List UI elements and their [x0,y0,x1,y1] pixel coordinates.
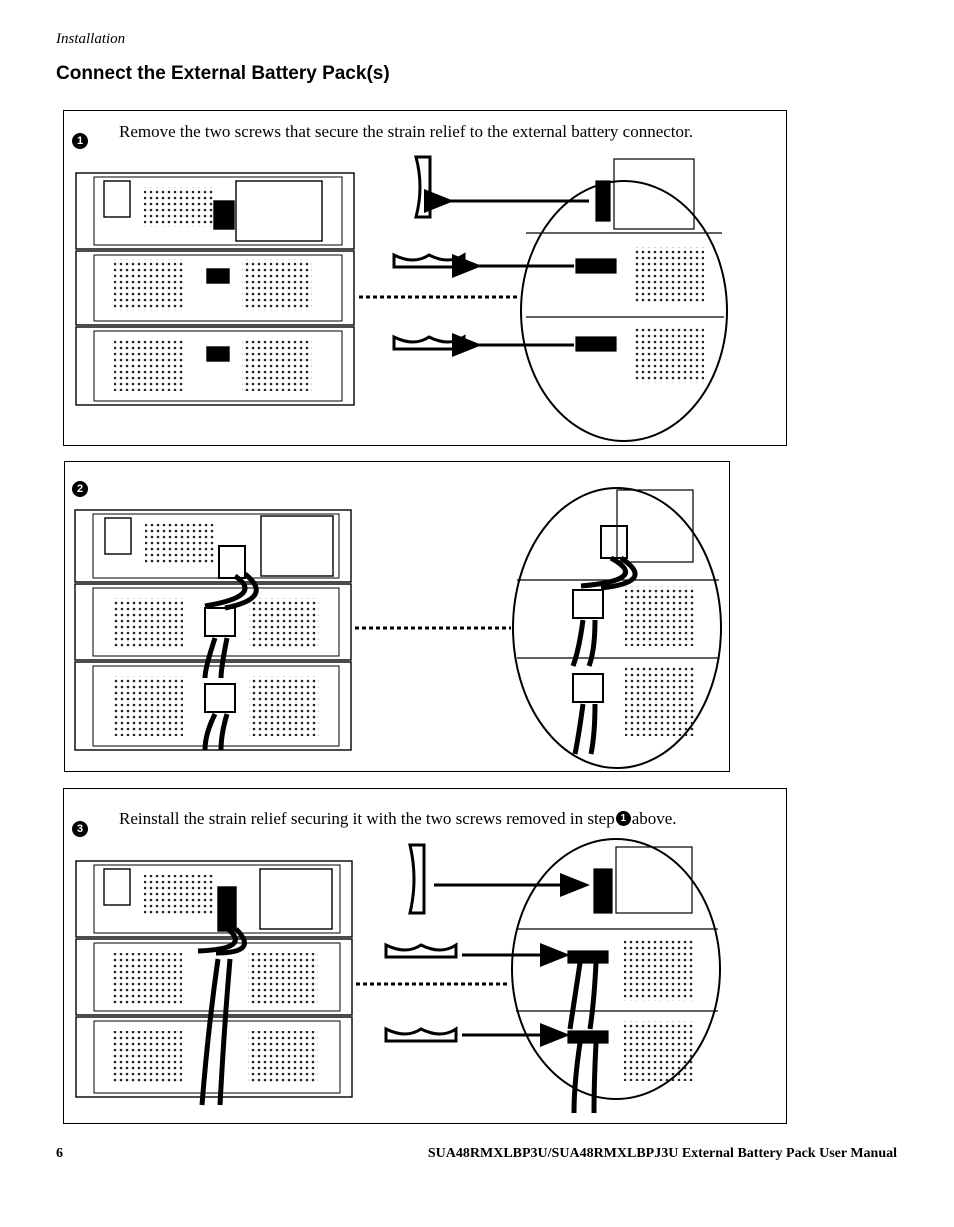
step-3-illustration [75,838,721,1114]
step-reference-badge: 1 [615,811,631,826]
ups-rack-front [75,172,355,406]
step-3-box: 3 Reinstall the strain relief securing i… [63,788,787,1124]
step-1-illustration [75,155,728,442]
step-1-number: 1 [72,133,88,149]
page-number: 6 [56,1146,63,1161]
step-1-instruction: Remove the two screws that secure the st… [119,122,693,141]
step-3-instruction: Reinstall the strain relief securing it … [119,809,677,829]
page-title: Connect the External Battery Pack(s) [56,63,390,84]
manual-title: SUA48RMXLBP3U/SUA48RMXLBPJ3U External Ba… [427,1146,897,1161]
step-2-illustration [74,487,722,769]
step-3-text-before: Reinstall the strain relief securing it … [119,809,615,828]
step-2-box: 2 [64,461,730,772]
step-2-number: 2 [72,481,88,497]
step-3-text-after: above. [631,809,677,828]
step-1-box: 1 Remove the two screws that secure the … [63,110,787,446]
section-label: Installation [56,31,126,47]
step-3-number: 3 [72,821,88,837]
